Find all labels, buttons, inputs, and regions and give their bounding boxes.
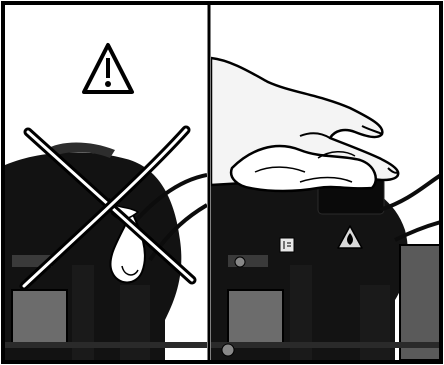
support-post [120,285,150,360]
machine-label [280,238,294,252]
bolt [235,257,245,267]
support-post [360,285,390,360]
metal-plate [12,290,67,345]
metal-plate [228,290,283,345]
bracket [228,255,268,267]
bolt [222,344,234,356]
